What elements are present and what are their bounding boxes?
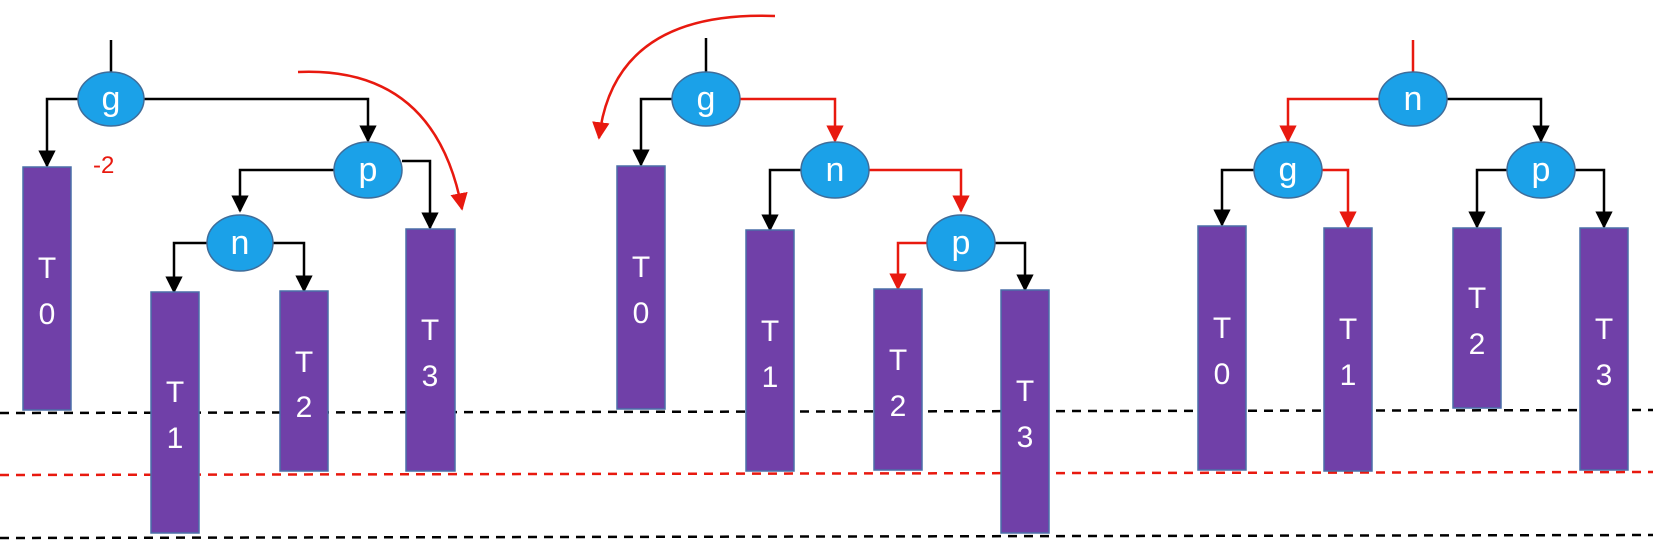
subtree-t3: T 3 [405, 228, 456, 472]
subtree-digit: 1 [762, 361, 779, 394]
node-p: p [926, 214, 996, 272]
subtree-t2: T 2 [279, 290, 329, 472]
subtree-letter: T [889, 344, 907, 377]
subtree-letter: T [1213, 312, 1231, 345]
subtree-t0: T 0 [616, 165, 666, 410]
subtree-digit: 0 [39, 298, 56, 331]
edge-g-n [740, 97, 844, 143]
subtree-digit: 2 [890, 390, 907, 423]
edge-g-t0 [38, 97, 78, 168]
node-p: p [333, 141, 403, 199]
subtree-digit: 1 [167, 422, 184, 455]
edge-n-t2 [272, 241, 313, 293]
node-label: p [952, 224, 971, 262]
edge-p-t3 [1574, 168, 1613, 229]
node-g: g [671, 71, 741, 127]
subtree-letter: T [1595, 313, 1613, 346]
node-label: p [1532, 151, 1551, 189]
subtree-t0: T 0 [1197, 225, 1247, 471]
panel-1-before-rotation: T 0 T 1 T 2 T 3 g p n -2 [22, 40, 468, 534]
subtree-letter: T [1016, 375, 1034, 408]
node-label: g [697, 80, 716, 118]
subtree-digit: 0 [1214, 358, 1231, 391]
subtree-digit: 0 [633, 297, 650, 330]
subtree-t0: T 0 [22, 166, 72, 411]
node-n: n [206, 214, 274, 272]
subtree-digit: 3 [1596, 359, 1613, 392]
subtree-letter: T [1468, 282, 1486, 315]
subtree-letter: T [632, 251, 650, 284]
edge-g-t0 [1213, 168, 1254, 227]
panel-3-balanced: T 0 T 1 T 2 T 3 n g p [1197, 40, 1629, 472]
subtree-t3: T 3 [1000, 289, 1050, 534]
subtree-digit: 3 [422, 360, 439, 393]
node-n: n [1378, 71, 1448, 127]
subtree-letter: T [38, 252, 56, 285]
node-g: g [77, 71, 145, 127]
edge-p-t2 [1468, 168, 1508, 229]
edge-n-t1 [165, 241, 208, 294]
subtree-letter: T [166, 376, 184, 409]
node-label: p [359, 151, 378, 189]
node-label: n [1404, 80, 1423, 118]
node-p: p [1506, 141, 1576, 199]
subtree-t2: T 2 [1452, 227, 1502, 409]
subtree-t1: T 1 [1323, 227, 1373, 472]
node-label: g [1279, 151, 1298, 189]
panel-2-after-first-rotation: T 0 T 1 T 2 T 3 g n p [592, 14, 1050, 534]
subtree-t2: T 2 [873, 288, 923, 471]
rotation-arrow-left [592, 14, 776, 140]
subtree-letter: T [295, 346, 313, 379]
node-n: n [800, 141, 870, 199]
edge-n-p [1447, 97, 1550, 143]
edge-p-t3 [402, 159, 439, 230]
edge-n-g [1279, 97, 1379, 143]
edge-g-p [144, 97, 377, 143]
subtree-letter: T [761, 315, 779, 348]
node-g: g [1253, 141, 1323, 199]
edge-n-t1 [761, 168, 802, 232]
node-label: g [102, 80, 121, 118]
subtree-t1: T 1 [745, 229, 795, 472]
subtree-t1: T 1 [150, 291, 200, 534]
subtree-t3: T 3 [1579, 227, 1629, 471]
subtree-digit: 3 [1017, 421, 1034, 454]
edge-p-t3 [994, 241, 1034, 292]
subtree-letter: T [1339, 313, 1357, 346]
edge-g-t0 [632, 97, 672, 167]
balance-factor-label: -2 [93, 152, 114, 179]
edge-g-t1 [1322, 168, 1357, 229]
subtree-letter: T [421, 314, 439, 347]
height-line-lower [0, 533, 1653, 540]
edge-p-t2 [889, 241, 928, 291]
node-label: n [231, 224, 250, 262]
height-line-middle [0, 470, 1653, 477]
subtree-digit: 2 [1469, 328, 1486, 361]
edge-p-n [231, 168, 334, 213]
subtree-digit: 2 [296, 391, 313, 424]
height-line-upper [0, 408, 1653, 415]
rotation-arrow-right [297, 70, 468, 211]
subtree-digit: 1 [1340, 359, 1357, 392]
node-label: n [826, 151, 845, 189]
edge-n-p [868, 168, 970, 213]
